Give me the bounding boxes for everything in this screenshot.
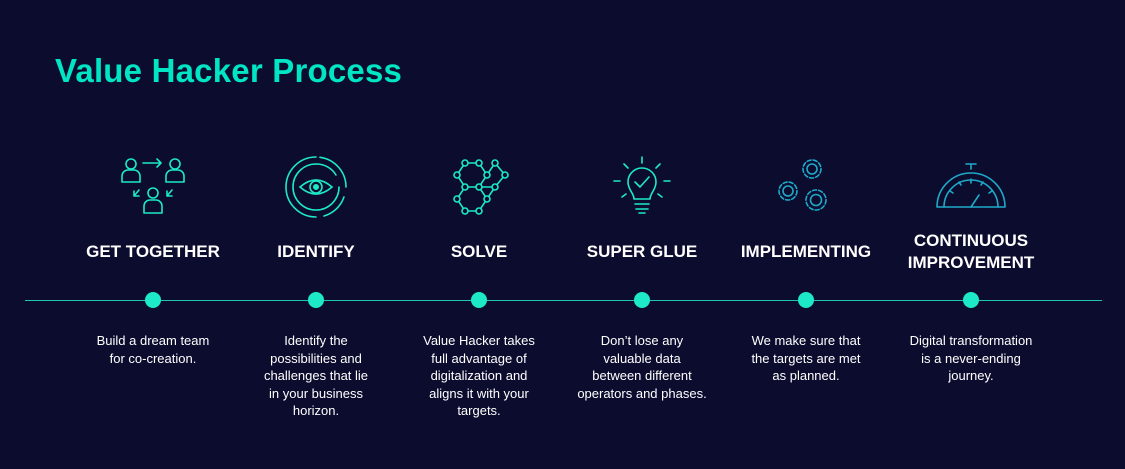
speedometer-icon [931,152,1011,222]
step-heading: IDENTIFY [277,242,355,261]
step-description: Don’t lose any valuable data between dif… [577,333,707,401]
step-heading: IMPLEMENTING [740,242,872,261]
timeline-dot [471,292,487,308]
gears-icon [766,152,846,222]
step-description: Value Hacker takes full advantage of dig… [423,333,535,418]
step-heading: CONTINUOUS IMPROVEMENT [907,231,1035,272]
step-heading: GET TOGETHER [86,242,220,261]
network-nodes-icon [439,152,519,222]
timeline-line [25,300,1102,301]
page-title: Value Hacker Process [55,52,403,89]
step-description: Build a dream team for co-creation. [96,333,210,366]
step-description: Identify the possibilities and challenge… [263,333,369,418]
timeline-dot [634,292,650,308]
step-description: Digital transformation is a never-ending… [909,333,1033,383]
lightbulb-check-icon [602,152,682,222]
eye-target-icon [276,152,356,222]
step-heading: SUPER GLUE [586,242,698,261]
timeline-dot [145,292,161,308]
timeline-dot [308,292,324,308]
step-description: We make sure that the targets are met as… [751,333,861,383]
team-arrows-icon [113,152,193,222]
step-heading: SOLVE [450,242,508,261]
timeline-dot [798,292,814,308]
timeline-dot [963,292,979,308]
